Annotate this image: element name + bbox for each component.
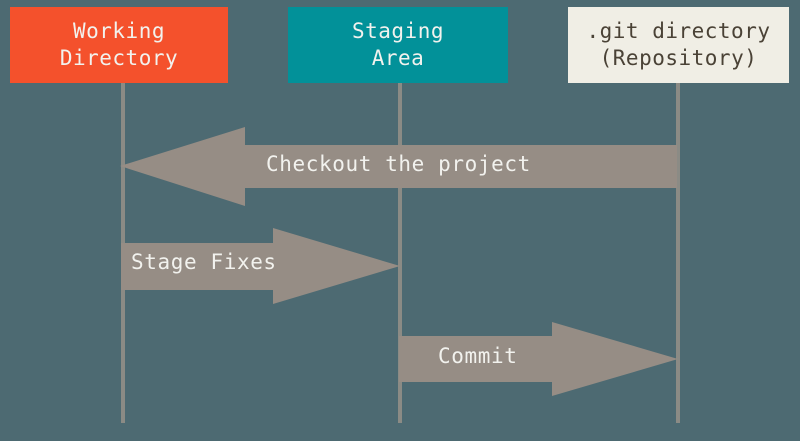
node-staging-area[interactable]: Staging Area [288, 7, 508, 83]
node-staging-area-line1: Staging [351, 19, 444, 44]
lifeline-git-directory [676, 83, 680, 423]
arrow-label-stage-fixes: Stage Fixes [131, 250, 277, 274]
lifeline-staging-area [398, 83, 402, 423]
arrow-label-commit: Commit [438, 344, 518, 368]
node-working-directory[interactable]: Working Directory [10, 7, 228, 83]
node-working-directory-line1: Working [72, 19, 165, 44]
node-git-directory-line2: (Repository) [599, 46, 758, 70]
node-working-directory-line2: Directory [59, 46, 179, 70]
node-git-directory[interactable]: .git directory (Repository) [568, 7, 789, 83]
arrow-label-checkout: Checkout the project [266, 152, 531, 176]
node-git-directory-line1: .git directory [586, 19, 771, 44]
node-staging-area-line2: Area [371, 46, 425, 70]
lifeline-working-directory [121, 83, 125, 423]
